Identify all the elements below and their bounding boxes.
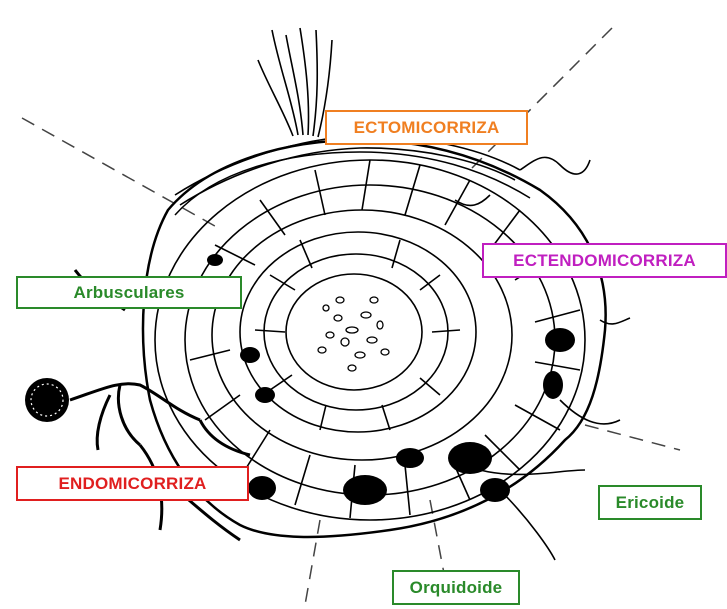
spore [25,378,69,422]
label-ectendomicorriza: ECTENDOMICORRIZA [482,243,727,278]
label-ericoide: Ericoide [598,485,702,520]
fungal-coils [207,254,575,505]
label-endomicorriza: ENDOMICORRIZA [16,466,249,501]
radial-cell-walls [190,160,580,518]
label-orquidoide: Orquidoide [392,570,520,605]
stele-cells [318,297,389,371]
label-ectomicorriza: ECTOMICORRIZA [325,110,528,145]
label-arbusculares: Arbusculares [16,276,242,309]
